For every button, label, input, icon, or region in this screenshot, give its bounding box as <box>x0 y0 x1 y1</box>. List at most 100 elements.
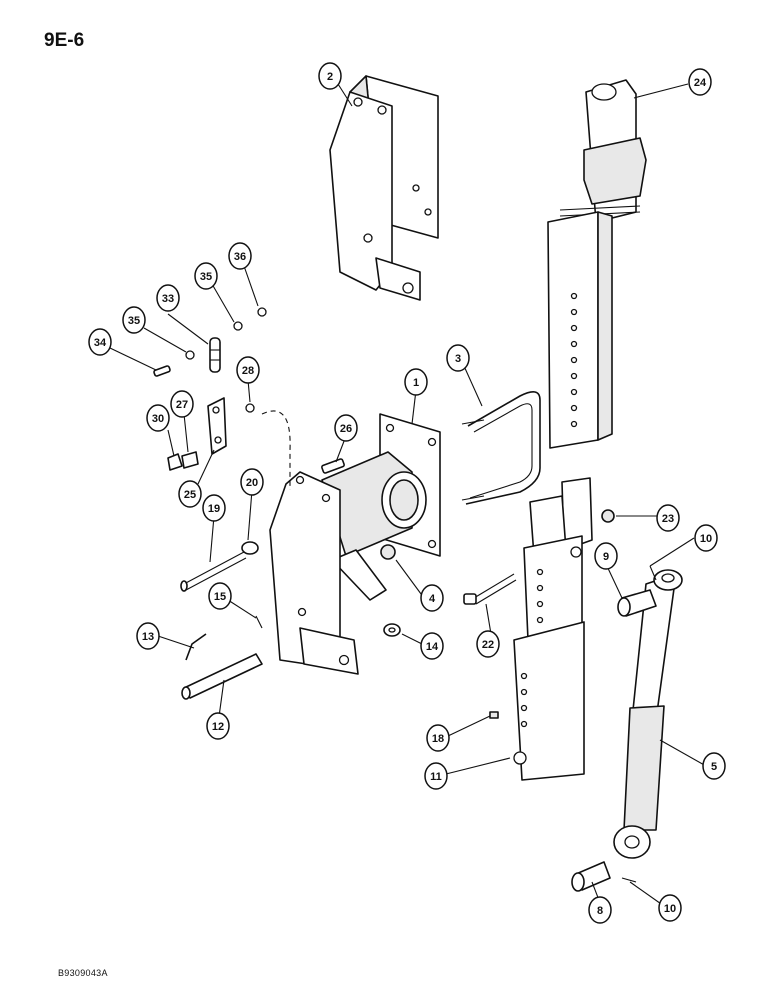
callout-circle <box>318 62 342 90</box>
part-4-nut <box>380 544 396 560</box>
callout-circle <box>588 896 612 924</box>
callout-circle <box>594 542 618 570</box>
part-3-u-bolt <box>461 391 541 505</box>
part-1-side-plate <box>269 471 359 675</box>
part-10-clip-lower <box>621 877 637 883</box>
callout-label: 28 <box>242 365 254 377</box>
callout-label: 14 <box>426 641 439 653</box>
callout-2: 2 <box>318 62 342 90</box>
callout-label: 33 <box>162 293 174 305</box>
part-9-pin <box>617 589 657 617</box>
callout-label: 1 <box>413 377 419 389</box>
callout-18: 18 <box>426 724 450 752</box>
callout-4: 4 <box>420 584 444 612</box>
part-10-clip-upper <box>649 565 657 581</box>
part-13-lynch-pin <box>185 633 207 661</box>
callout-14: 14 <box>420 632 444 660</box>
callout-label: 25 <box>184 489 196 501</box>
part-5-cylinder <box>613 569 683 859</box>
callout-22: 22 <box>476 630 500 658</box>
callout-27: 27 <box>170 390 194 418</box>
callout-label: 4 <box>429 593 436 605</box>
part-2-upper-bracket <box>329 75 439 301</box>
callout-5: 5 <box>702 752 726 780</box>
callout-circle <box>420 632 444 660</box>
callout-label: 18 <box>432 733 444 745</box>
callout-23: 23 <box>656 504 680 532</box>
callout-circle <box>146 404 170 432</box>
callout-10: 10 <box>694 524 718 552</box>
callout-circle <box>178 480 202 508</box>
part-22-bolt <box>463 573 517 605</box>
callout-label: 30 <box>152 413 164 425</box>
callout-label: 22 <box>482 639 494 651</box>
callout-circle <box>136 622 160 650</box>
hardware-chain-group <box>153 307 267 471</box>
callout-35: 35 <box>122 306 146 334</box>
callout-19: 19 <box>202 494 226 522</box>
callout-label: 35 <box>128 315 140 327</box>
callout-circle <box>240 468 264 496</box>
callout-30: 30 <box>146 404 170 432</box>
callout-group: 1234589101011121314151819202223242526272… <box>88 62 726 924</box>
callout-circle <box>88 328 112 356</box>
callout-15: 15 <box>208 582 232 610</box>
callout-label: 36 <box>234 251 246 263</box>
callout-13: 13 <box>136 622 160 650</box>
callout-label: 20 <box>246 477 258 489</box>
part-23-nut <box>601 509 615 523</box>
callout-label: 23 <box>662 513 674 525</box>
part-15-pin <box>255 615 263 629</box>
callout-circle <box>170 390 194 418</box>
callout-label: 5 <box>711 761 717 773</box>
part-24-upper-strut <box>547 79 647 449</box>
part-26-bolt <box>321 458 345 474</box>
callout-label: 26 <box>340 423 352 435</box>
callout-8: 8 <box>588 896 612 924</box>
callout-34: 34 <box>88 328 112 356</box>
callout-label: 11 <box>430 771 442 783</box>
callout-10: 10 <box>658 894 682 922</box>
callout-circle <box>424 762 448 790</box>
part-14-washer <box>383 623 401 637</box>
document-code: B9309043A <box>58 968 108 978</box>
part-1-main-mount <box>321 413 441 601</box>
callout-1: 1 <box>404 368 428 396</box>
callout-circle <box>420 584 444 612</box>
callout-12: 12 <box>206 712 230 740</box>
callout-circle <box>658 894 682 922</box>
callout-circle <box>228 242 252 270</box>
callout-label: 3 <box>455 353 461 365</box>
callout-label: 13 <box>142 631 154 643</box>
callout-label: 10 <box>664 903 676 915</box>
page-section-label: 9E-6 <box>44 30 85 51</box>
callout-circle <box>404 368 428 396</box>
callout-label: 8 <box>597 905 603 917</box>
callout-circle <box>202 494 226 522</box>
callout-circle <box>688 68 712 96</box>
part-20-clip <box>241 541 259 555</box>
callout-circle <box>702 752 726 780</box>
callout-label: 12 <box>212 721 224 733</box>
callout-label: 24 <box>694 77 707 89</box>
part-19-pin <box>180 551 247 592</box>
callout-label: 35 <box>200 271 212 283</box>
callout-circle <box>236 356 260 384</box>
callout-circle <box>194 262 218 290</box>
callout-3: 3 <box>446 344 470 372</box>
callout-label: 19 <box>208 503 220 515</box>
callout-circle <box>156 284 180 312</box>
callout-circle <box>694 524 718 552</box>
callout-33: 33 <box>156 284 180 312</box>
callout-24: 24 <box>688 68 712 96</box>
callout-circle <box>446 344 470 372</box>
callout-circle <box>206 712 230 740</box>
callout-circle <box>334 414 358 442</box>
callout-circle <box>122 306 146 334</box>
callout-label: 10 <box>700 533 712 545</box>
callout-circle <box>208 582 232 610</box>
callout-circle <box>656 504 680 532</box>
callout-circle <box>476 630 500 658</box>
callout-36: 36 <box>228 242 252 270</box>
